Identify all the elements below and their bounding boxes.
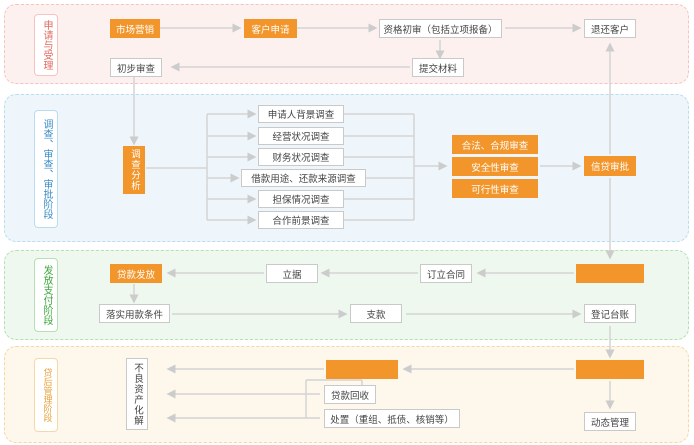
register-ledger-box: 登记台账 (584, 304, 636, 323)
stage-disbursement-label-text: 发放支付阶段 (41, 265, 52, 325)
stage4-right-blank-box (576, 360, 644, 379)
dynamic-mgmt-box: 动态管理 (584, 412, 636, 431)
stage-review-label-text: 调查、审查、审批阶段 (41, 119, 52, 219)
legal-review-box: 合法、合规审查 (452, 135, 538, 154)
stage-postloan-label-text: 贷后管理阶段 (41, 368, 52, 422)
client-apply-box: 客户申请 (244, 19, 297, 38)
feasibility-review-box: 可行性审查 (452, 179, 538, 198)
qualify-review-box: 资格初审（包括立项报备） (379, 19, 502, 38)
survey-analysis-box: 调查分析 (123, 146, 145, 194)
stage-application-label-text: 申请与受理 (41, 20, 52, 70)
stage-review-label: 调查、审查、审批阶段 (34, 110, 58, 228)
survey-item-finance: 财务状况调查 (258, 148, 344, 166)
establish-doc-box: 立据 (266, 264, 318, 283)
implement-conditions-box: 落实用款条件 (99, 304, 170, 323)
loan-issue-box: 贷款发放 (110, 264, 162, 283)
sign-contract-box: 订立合同 (420, 264, 472, 283)
npl-resolve-box: 不良资产化解 (126, 358, 148, 430)
survey-item-guarantee: 担保情况调查 (258, 190, 344, 208)
survey-item-operation: 经营状况调查 (258, 127, 344, 145)
stage-postloan-label: 贷后管理阶段 (34, 358, 58, 432)
market-box: 市场营销 (110, 19, 160, 38)
payment-box: 支款 (350, 304, 402, 323)
prelim-review-box: 初步审查 (110, 58, 162, 77)
survey-item-cooperation: 合作前景调查 (258, 211, 344, 229)
submit-docs-box: 提交材料 (412, 58, 464, 77)
stage4-center-blank-box (326, 360, 398, 379)
survey-item-usage-repayment: 借款用途、还款来源调查 (241, 169, 366, 187)
return-client-box: 退还客户 (584, 19, 636, 38)
credit-approval-box: 信贷审批 (584, 156, 636, 176)
stage-application-label: 申请与受理 (34, 14, 58, 76)
stage-disbursement-label: 发放支付阶段 (34, 258, 58, 332)
survey-item-background: 申请人背景调查 (258, 105, 344, 123)
stage3-blank-box (576, 264, 644, 283)
safety-review-box: 安全性审查 (452, 157, 538, 176)
disposal-box: 处置（重组、抵债、核销等） (324, 409, 460, 428)
loan-recovery-box: 贷款回收 (324, 385, 376, 404)
